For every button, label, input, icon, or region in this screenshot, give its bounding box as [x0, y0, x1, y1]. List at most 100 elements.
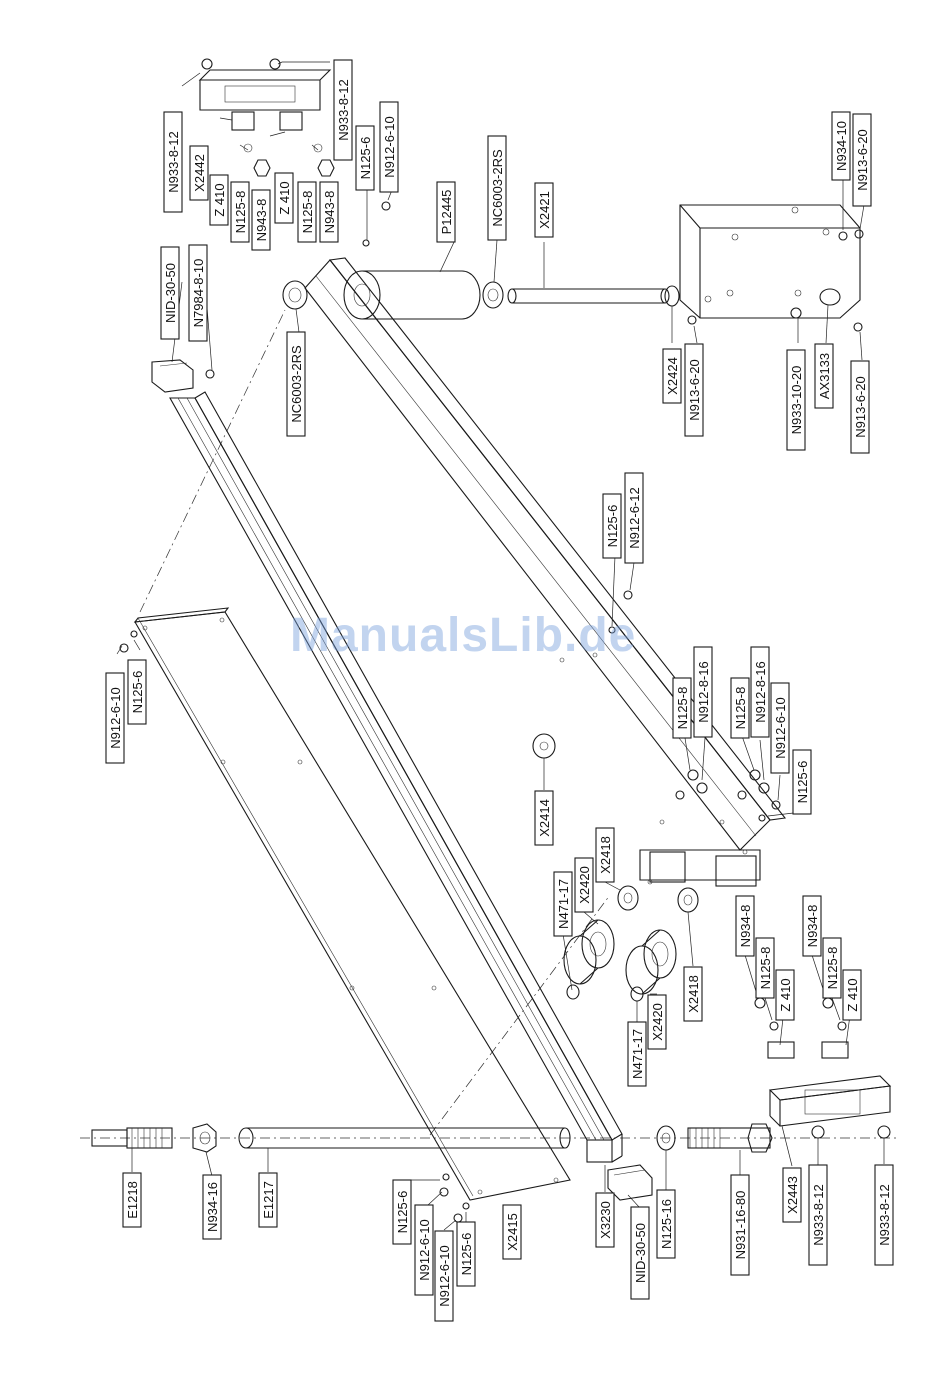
label-text: X2420: [577, 866, 592, 904]
label-text: X2418: [598, 836, 613, 874]
label-x2415: X2415: [502, 1204, 522, 1260]
label-text: NID-30-50: [163, 263, 178, 323]
label-text: NID-30-50: [633, 1223, 648, 1283]
washer-hole: [661, 1132, 671, 1144]
upper-tube: [304, 257, 787, 887]
label-n931-16-80: N931-16-80: [730, 1174, 750, 1276]
label-nid-30-50-bottom: NID-30-50: [630, 1206, 650, 1300]
label-n125-8-f: N125-8: [822, 937, 842, 999]
label-n912-6-12: N912-6-12: [624, 472, 644, 564]
label-x2418-b: X2418: [683, 966, 703, 1022]
label-text: Z 410: [778, 978, 793, 1011]
circlip-a: [566, 984, 580, 1000]
label-text: N912-6-10: [773, 697, 788, 758]
part-labels: N933-8-12 X2442 Z 410 N125-8 N943-8 Z 41…: [105, 59, 894, 1322]
label-text: N125-16: [659, 1199, 674, 1249]
label-text: X2424: [665, 357, 680, 395]
label-n913-6-20-b: N913-6-20: [850, 360, 870, 454]
label-nid-30-50-top: NID-30-50: [160, 246, 180, 340]
label-n933-8-12-top-left: N933-8-12: [163, 111, 183, 213]
label-x2418-a: X2418: [595, 827, 615, 883]
label-text: P12445: [439, 190, 454, 235]
spacer-x2418-a: [617, 885, 639, 911]
bracket: [679, 204, 861, 319]
label-n933-8-12-bottom-left: N933-8-12: [808, 1164, 828, 1266]
label-n943-8-b: N943-8: [319, 181, 339, 243]
label-n125-8-d: N125-8: [730, 677, 750, 739]
label-nc6003-2rs-a: NC6003-2RS: [487, 135, 507, 241]
label-text: X3230: [598, 1201, 613, 1239]
knob: [532, 733, 556, 759]
label-n125-8-c: N125-8: [672, 677, 692, 739]
label-text: N125-8: [758, 947, 773, 990]
spacer-x2418-b: [677, 887, 699, 913]
label-text: N912-8-16: [753, 661, 768, 722]
small-fasteners: [119, 201, 864, 1223]
watermark: ManualsLib.de: [290, 609, 637, 662]
label-text: N125-6: [605, 505, 620, 548]
label-n125-6-bottom-left-2: N125-6: [456, 1221, 476, 1287]
label-text: N913-6-20: [855, 129, 870, 190]
shaft: [507, 285, 680, 307]
axis-line-diag-a: [139, 309, 286, 613]
nut-n934-16: [192, 1123, 217, 1153]
label-n934-16: N934-16: [202, 1174, 222, 1240]
label-text: N913-6-20: [687, 359, 702, 420]
label-text: N912-8-16: [696, 661, 711, 722]
side-plate: [133, 607, 571, 1201]
label-n7984-8-10: N7984-8-10: [188, 244, 208, 342]
label-text: X2421: [537, 191, 552, 229]
label-text: N471-17: [556, 879, 571, 929]
label-n913-6-20-a: N913-6-20: [684, 343, 704, 437]
label-x3230: X3230: [595, 1192, 615, 1248]
label-text: N471-17: [630, 1029, 645, 1079]
label-text: N125-8: [675, 687, 690, 730]
label-z410-d: Z 410: [842, 969, 862, 1021]
label-z410-a: Z 410: [209, 174, 229, 226]
end-cap-bottom: [607, 1164, 653, 1201]
roller-x2420-b: [625, 929, 677, 995]
label-text: NC6003-2RS: [289, 345, 304, 423]
label-n912-6-10-top: N912-6-10: [379, 101, 399, 193]
label-n943-8-a: N943-8: [251, 189, 271, 251]
label-n913-6-20-c: N913-6-20: [852, 113, 872, 207]
label-text: N912-6-10: [417, 1219, 432, 1280]
end-cap-top: [151, 359, 194, 393]
label-x2420-b: X2420: [647, 994, 667, 1050]
bolt-e1218: [91, 1127, 173, 1149]
label-n125-8-b: N125-8: [297, 181, 317, 243]
label-text: NC6003-2RS: [490, 149, 505, 227]
clamp-top: [198, 58, 335, 177]
label-n912-6-10-bottom-left-2: N912-6-10: [434, 1230, 454, 1322]
label-text: N931-16-80: [733, 1191, 748, 1260]
label-text: N125-6: [795, 761, 810, 804]
label-text: N912-6-12: [627, 487, 642, 548]
label-text: N125-6: [395, 1191, 410, 1234]
label-text: N943-8: [254, 199, 269, 242]
label-text: X2420: [650, 1003, 665, 1041]
label-text: N933-8-12: [877, 1184, 892, 1245]
label-text: Z 410: [212, 183, 227, 216]
label-text: AX3133: [817, 353, 832, 399]
label-n912-8-16-b: N912-8-16: [750, 646, 770, 738]
label-ax3133: AX3133: [814, 343, 834, 409]
label-n933-8-12-bottom-right: N933-8-12: [874, 1164, 894, 1266]
label-n933-10-20: N933-10-20: [786, 349, 806, 451]
label-text: N933-8-12: [811, 1184, 826, 1245]
label-n934-10: N934-10: [831, 111, 851, 181]
bolt-n931-16-80: [687, 1123, 773, 1153]
label-text: N7984-8-10: [191, 259, 206, 328]
label-n912-6-10-mid: N912-6-10: [770, 682, 790, 774]
label-x2443: X2443: [782, 1167, 802, 1223]
label-text: E1218: [125, 1181, 140, 1219]
label-text: X2443: [785, 1176, 800, 1214]
label-n125-6-top: N125-6: [355, 125, 375, 191]
label-n471-17-a: N471-17: [553, 871, 573, 937]
frame-tube: [169, 391, 623, 1163]
label-n125-6-bottom-left: N125-6: [392, 1179, 412, 1245]
label-text: N125-8: [733, 687, 748, 730]
label-n125-8-a: N125-8: [230, 181, 250, 243]
label-text: N912-6-10: [108, 687, 123, 748]
label-z410-b: Z 410: [274, 172, 294, 224]
